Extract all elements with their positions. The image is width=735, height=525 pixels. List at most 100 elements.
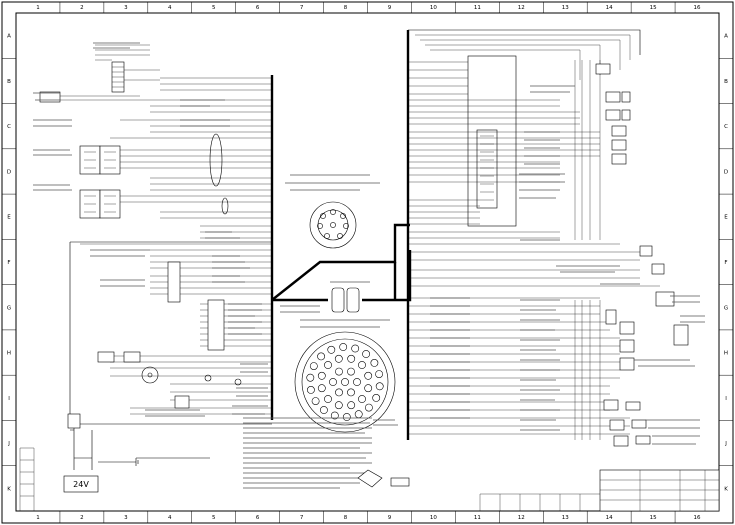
pin xyxy=(362,350,370,358)
column-label: 5 xyxy=(212,5,216,11)
row-label: E xyxy=(7,215,11,221)
connector-small-pins xyxy=(317,209,349,239)
row-label: B xyxy=(724,79,728,85)
column-label: 12 xyxy=(518,5,525,11)
pin xyxy=(341,378,349,386)
row-label: D xyxy=(7,169,11,175)
pin xyxy=(339,343,348,351)
row-label: C xyxy=(724,124,728,130)
pin xyxy=(364,403,373,412)
right-components-top xyxy=(595,63,631,165)
column-label: 15 xyxy=(650,515,657,521)
column-label: 16 xyxy=(694,5,701,11)
column-label: 14 xyxy=(606,5,613,11)
column-label: 12 xyxy=(518,515,525,521)
pin xyxy=(353,378,361,386)
row-label: F xyxy=(724,260,727,266)
column-label: 1 xyxy=(36,5,40,11)
battery-box xyxy=(63,475,99,493)
column-label: 3 xyxy=(124,5,128,11)
relay-left-1 xyxy=(39,91,61,103)
column-label: 14 xyxy=(606,515,613,521)
column-label: 11 xyxy=(474,515,481,521)
row-label: A xyxy=(724,34,728,40)
column-label: 6 xyxy=(256,5,260,11)
left-bus-wires xyxy=(80,77,272,415)
row-label: D xyxy=(724,169,728,175)
pin xyxy=(372,393,381,402)
pin xyxy=(317,371,326,380)
column-label: 2 xyxy=(80,5,84,11)
connector-small-labels xyxy=(285,174,380,191)
inline-connector-labels xyxy=(280,281,390,328)
connector-large-inner xyxy=(301,338,389,426)
right-vertical-routes xyxy=(574,60,601,440)
pin xyxy=(327,345,336,354)
lower-left-components xyxy=(97,261,242,409)
harness-right-route xyxy=(362,250,412,302)
pin xyxy=(309,362,318,370)
pin xyxy=(324,361,332,369)
row-label: G xyxy=(7,305,11,311)
column-label: 5 xyxy=(212,515,216,521)
pin xyxy=(358,361,366,369)
column-label: 7 xyxy=(300,515,304,521)
pin xyxy=(347,367,355,376)
right-bus-wires xyxy=(408,99,660,435)
pin xyxy=(317,352,325,361)
inline-connector-right xyxy=(346,287,360,313)
switch-block-details xyxy=(84,151,116,213)
small-connector-sketches xyxy=(357,469,410,488)
pin xyxy=(358,395,366,403)
pin xyxy=(364,384,373,393)
column-label: 9 xyxy=(388,5,392,11)
pin xyxy=(375,370,383,378)
top-left-wires xyxy=(95,44,160,81)
pin xyxy=(335,367,343,376)
column-label: 9 xyxy=(388,515,392,521)
column-label: 4 xyxy=(168,515,172,521)
row-label: G xyxy=(724,305,728,311)
pin xyxy=(335,388,343,397)
column-label: 13 xyxy=(562,515,569,521)
pin xyxy=(347,388,355,397)
row-label: J xyxy=(724,441,727,447)
pin xyxy=(364,371,373,380)
right-top-routes xyxy=(408,34,631,95)
column-label: 7 xyxy=(300,5,304,11)
title-block xyxy=(19,447,720,512)
column-label: 2 xyxy=(80,515,84,521)
row-label: I xyxy=(725,396,727,402)
pin xyxy=(306,385,315,394)
column-label: 6 xyxy=(256,515,260,521)
column-label: 16 xyxy=(694,515,701,521)
right-components-bottom xyxy=(603,399,651,447)
row-label: B xyxy=(7,79,11,85)
pin xyxy=(329,378,337,386)
column-label: 13 xyxy=(562,5,569,11)
right-label-lines xyxy=(430,85,705,445)
shield-ellipse-small xyxy=(221,197,229,215)
connector-pins-top-left xyxy=(112,66,124,88)
row-label: H xyxy=(724,351,728,357)
row-label: E xyxy=(724,215,728,221)
pin xyxy=(342,413,351,421)
connector-small-inner xyxy=(317,209,349,241)
connector-small-outer xyxy=(309,201,357,249)
pin xyxy=(347,401,356,410)
column-label: 15 xyxy=(650,5,657,11)
inline-connector-left xyxy=(331,287,345,313)
pin xyxy=(319,406,328,414)
column-label: 4 xyxy=(168,5,172,11)
ecu-inner-connector xyxy=(476,129,498,209)
column-label: 1 xyxy=(36,515,40,521)
row-label: C xyxy=(7,124,11,130)
pin xyxy=(370,358,379,367)
pin xyxy=(324,395,332,403)
column-label: 3 xyxy=(124,515,128,521)
row-label: J xyxy=(7,441,10,447)
